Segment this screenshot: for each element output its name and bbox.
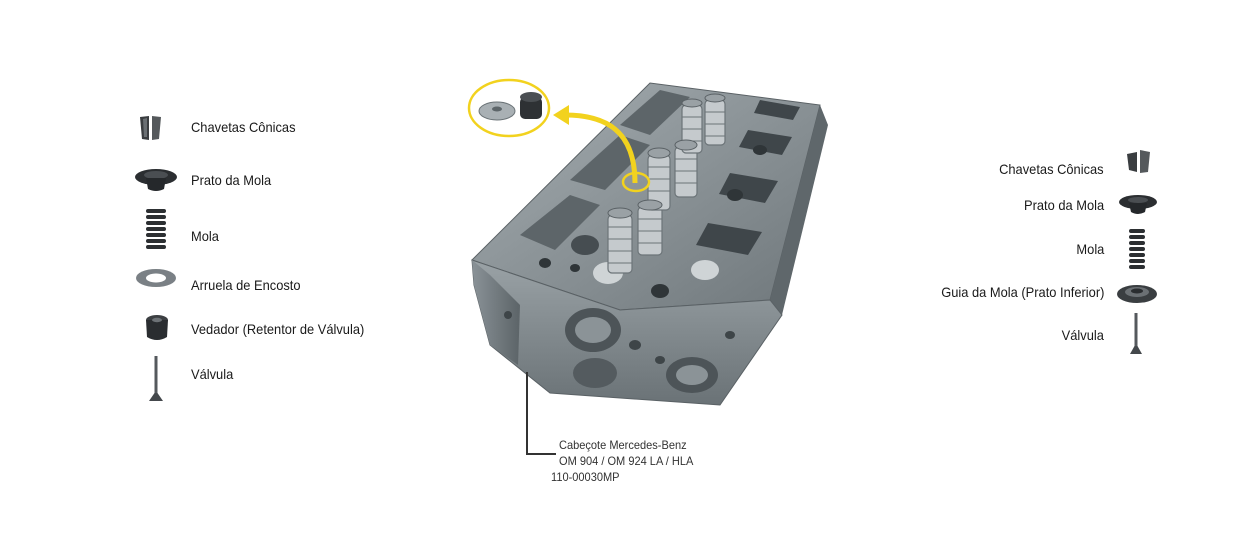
right-label-cone-keys: Chavetas Cônicas bbox=[999, 161, 1104, 177]
left-label-thrust-washer: Arruela de Encosto bbox=[191, 277, 301, 293]
thrust-washer-icon bbox=[136, 269, 176, 287]
leader-line-vertical bbox=[526, 372, 528, 454]
left-label-valve: Válvula bbox=[191, 366, 234, 382]
valve-seal-icon bbox=[146, 315, 168, 340]
right-label-spring-plate: Prato da Mola bbox=[1023, 197, 1104, 213]
left-label-cone-keys: Chavetas Cônicas bbox=[191, 119, 296, 135]
spring-plate-icon bbox=[135, 169, 177, 191]
spring-plate-icon bbox=[1119, 195, 1157, 214]
spring-icon bbox=[1129, 229, 1145, 269]
cone-keys-icon bbox=[1127, 150, 1150, 173]
right-label-spring: Mola bbox=[1076, 241, 1104, 257]
cone-keys-icon bbox=[140, 116, 161, 140]
cylinder-head-illustration bbox=[471, 82, 828, 406]
spring-guide-icon bbox=[1117, 285, 1157, 303]
product-name: Cabeçote Mercedes-Benz bbox=[559, 438, 687, 452]
right-label-valve: Válvula bbox=[1061, 327, 1104, 343]
left-label-valve-seal: Vedador (Retentor de Válvula) bbox=[191, 321, 365, 337]
product-models: OM 904 / OM 924 LA / HLA bbox=[559, 454, 694, 468]
left-label-spring: Mola bbox=[191, 228, 219, 244]
leader-line-horizontal bbox=[526, 453, 556, 455]
product-code: 110-00030MP bbox=[551, 470, 620, 484]
right-label-spring-guide: Guia da Mola (Prato Inferior) bbox=[940, 284, 1104, 300]
spring-icon bbox=[146, 209, 166, 249]
valve-icon bbox=[149, 356, 163, 401]
left-label-spring-plate: Prato da Mola bbox=[191, 172, 272, 188]
valve-icon bbox=[1130, 313, 1142, 354]
highlight-callout bbox=[467, 78, 651, 193]
